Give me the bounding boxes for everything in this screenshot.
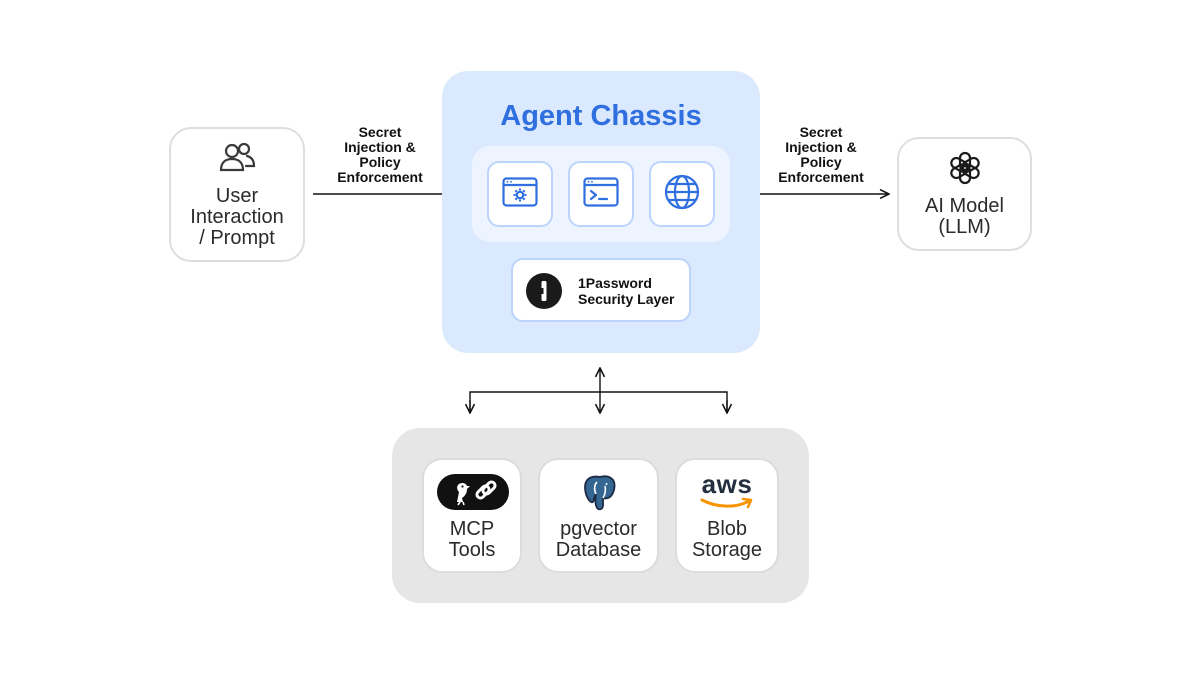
blob-storage-label: Blob Storage: [691, 518, 763, 561]
tool-tile-terminal: [568, 161, 634, 227]
storage-branch-line: [469, 391, 728, 413]
left-edge-label: Secret Injection & Policy Enforcement: [337, 124, 423, 185]
user-node-label: User Interaction / Prompt: [190, 184, 284, 249]
app-settings-window-icon: [502, 176, 538, 212]
aws-logo-icon: aws: [677, 471, 777, 509]
pgvector-label: pgvector Database: [555, 518, 642, 561]
tool-tile-app-settings: [487, 161, 553, 227]
mcp-tools-icon: [437, 474, 509, 515]
storage-item-mcp: MCP Tools: [422, 458, 522, 573]
mcp-tools-label: MCP Tools: [448, 518, 496, 561]
terminal-window-icon: [583, 176, 619, 212]
openai-icon: [948, 151, 982, 190]
ai-model-label: AI Model (LLM): [925, 194, 1004, 238]
tool-tile-web: [649, 161, 715, 227]
security-layer-label: 1Password Security Layer: [578, 275, 675, 307]
user-interaction-node: User Interaction / Prompt: [169, 127, 305, 262]
postgresql-elephant-icon: [582, 474, 618, 517]
storage-item-pgvector: pgvector Database: [538, 458, 659, 573]
globe-icon: [664, 174, 700, 215]
ai-model-node: AI Model (LLM): [897, 137, 1032, 251]
chassis-title: Agent Chassis: [500, 100, 702, 132]
security-layer-box: 1Password Security Layer: [511, 258, 691, 322]
users-icon: [218, 141, 256, 178]
right-edge-label: Secret Injection & Policy Enforcement: [778, 124, 864, 185]
1password-icon: [526, 273, 562, 314]
storage-item-blob: aws Blob Storage: [675, 458, 779, 573]
